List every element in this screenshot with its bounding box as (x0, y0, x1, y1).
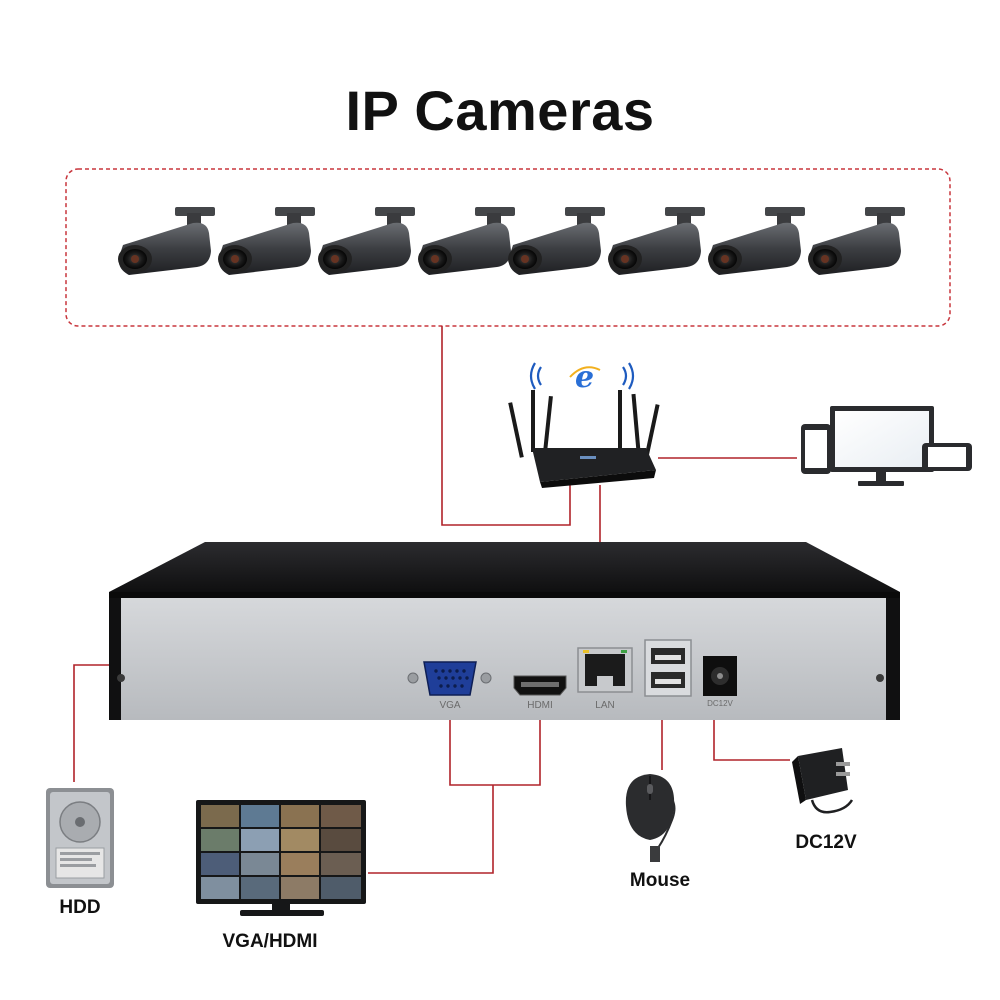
camera-icon (118, 207, 215, 275)
display-line (368, 785, 494, 874)
camera-to-router-line (441, 326, 571, 526)
wifi-icon (529, 362, 635, 390)
hdmi-port (513, 675, 567, 696)
vga-port (407, 661, 492, 696)
screw-icon (117, 674, 125, 682)
nvr-rear-panel (121, 598, 886, 720)
screw-icon (876, 674, 884, 682)
camera-feed-grid (201, 805, 361, 899)
lan-port (577, 647, 633, 693)
display-label: VGA/HDMI (222, 931, 318, 952)
power-label: DC12V (795, 832, 857, 853)
display-monitor-icon (196, 800, 366, 916)
camera-icon (218, 207, 315, 275)
mouse-icon (625, 774, 676, 862)
vga-port-label: VGA (439, 700, 461, 711)
hdd-icon (46, 788, 114, 888)
camera-icon (808, 207, 905, 275)
vga-hdmi-line (449, 706, 541, 786)
usb-ports (644, 639, 692, 697)
mouse-label: Mouse (629, 870, 691, 891)
router-icon: e (508, 360, 660, 488)
page-title: IP Cameras (345, 79, 655, 142)
internet-explorer-icon: e (569, 360, 601, 395)
dc-port-label: DC12V (707, 699, 733, 708)
camera-icon (508, 207, 605, 275)
nvr-left-ear (109, 598, 121, 720)
nvr-top-cover (109, 542, 900, 592)
camera-icon (608, 207, 705, 275)
lan-port-label: LAN (595, 700, 615, 711)
camera-icon (418, 207, 515, 275)
camera-group-box (65, 168, 951, 327)
svg-text:e: e (575, 360, 594, 395)
camera-icon (318, 207, 415, 275)
camera-row (118, 207, 905, 275)
camera-icon (708, 207, 805, 275)
hdd-label: HDD (59, 897, 101, 918)
hdmi-port-label: HDMI (527, 700, 553, 711)
client-devices-icon (801, 406, 972, 486)
hdd-line (73, 664, 110, 782)
nvr-recorder (109, 542, 900, 720)
power-adapter-icon (792, 748, 854, 814)
nvr-right-ear (886, 598, 900, 720)
dc-power-jack (703, 656, 737, 696)
